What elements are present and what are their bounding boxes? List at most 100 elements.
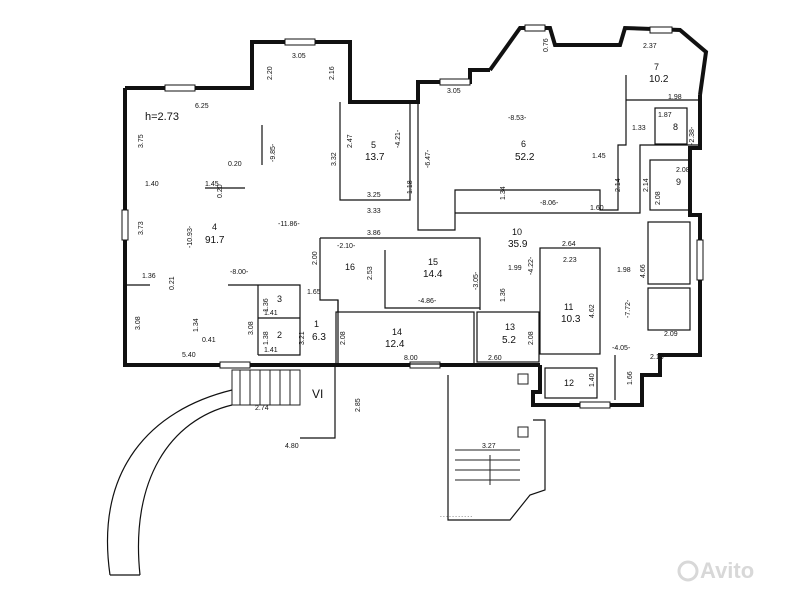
- dim-label: 2.64: [562, 241, 576, 248]
- dim-label: 1.98: [668, 94, 682, 101]
- room-2-label: 2: [277, 330, 282, 340]
- dim-label: 1.98: [617, 267, 631, 274]
- svg-text:5.2: 5.2: [502, 335, 516, 346]
- svg-text:12.4: 12.4: [385, 339, 405, 350]
- dim-label: 0.76: [543, 38, 550, 52]
- inner-wall: [417, 75, 627, 231]
- svg-text:7: 7: [654, 62, 659, 72]
- dim-label: 1.40: [145, 181, 159, 188]
- room-6-label: 6 52.2: [515, 139, 535, 163]
- dim-label: 8.00: [404, 355, 418, 362]
- ceiling-height: h=2.73: [145, 111, 179, 123]
- dim-label: 1.66: [627, 371, 634, 385]
- svg-text:1: 1: [314, 319, 319, 329]
- dim-label: 1.45: [205, 181, 219, 188]
- dim-label: -4.21-: [395, 129, 402, 148]
- closet-wall: [647, 287, 691, 331]
- svg-text:5: 5: [371, 140, 376, 150]
- outer-wall-bay: [488, 25, 709, 96]
- inner-wall: [339, 102, 411, 201]
- window: [524, 24, 546, 32]
- dim-label: -4.22-: [528, 256, 535, 275]
- svg-text:91.7: 91.7: [205, 235, 225, 246]
- room-11-wall: [539, 247, 601, 355]
- dim-label: 3.27: [482, 443, 496, 450]
- room-8-label: 8: [673, 122, 678, 132]
- dim-label: 2.08: [340, 331, 347, 345]
- svg-text:35.9: 35.9: [508, 239, 528, 250]
- room-12-label: 12: [564, 378, 574, 388]
- inner-wall: [455, 144, 700, 214]
- dim-label: 2.09: [664, 331, 678, 338]
- inner-wall: [384, 250, 480, 309]
- dim-label: 0.21: [169, 276, 176, 290]
- room-9-label: 9: [676, 177, 681, 187]
- dim-label: 2.00: [312, 251, 319, 265]
- dim-label: 3.08: [248, 321, 255, 335]
- window: [649, 26, 673, 34]
- dim-label: 3.25: [367, 192, 381, 199]
- dim-label: -8.00-: [230, 269, 249, 276]
- svg-text:6.3: 6.3: [312, 332, 326, 343]
- dim-label: 1.60: [590, 205, 604, 212]
- svg-text:10.3: 10.3: [561, 314, 581, 325]
- dim-label: 1.38: [263, 331, 270, 345]
- dim-label: 1.18: [407, 180, 414, 194]
- dim-label: 1.34: [500, 186, 507, 200]
- window: [579, 401, 611, 409]
- room-14-wall: [335, 311, 475, 365]
- dim-label: 1.45: [592, 153, 606, 160]
- svg-text:13.7: 13.7: [365, 152, 385, 163]
- dim-label: -9.85-: [270, 143, 277, 162]
- window: [696, 239, 704, 281]
- dim-label: 2.13: [650, 354, 664, 361]
- dim-label: 2.08: [676, 167, 690, 174]
- dim-label: 3.86: [367, 230, 381, 237]
- window: [219, 361, 251, 369]
- svg-text:4: 4: [212, 222, 217, 232]
- inner-wall: [320, 237, 481, 310]
- room-7-label: 7 10.2: [649, 62, 669, 85]
- dim-label: 2.14: [643, 178, 650, 192]
- window: [284, 38, 316, 46]
- room-15-label: 15 14.4: [423, 257, 443, 280]
- svg-text:10: 10: [512, 227, 522, 237]
- dim-label: 3.33: [367, 208, 381, 215]
- room-4-label: 4 91.7: [205, 222, 225, 246]
- dim-label: 4.66: [640, 264, 647, 278]
- dim-label: -3.05-: [473, 271, 480, 290]
- window: [409, 361, 441, 369]
- room-10-label: 10 35.9: [508, 227, 528, 250]
- dim-label: 4.62: [589, 304, 596, 318]
- dim-label: 2.23: [563, 257, 577, 264]
- dim-label: 3.32: [331, 152, 338, 166]
- dim-label: 0.20: [228, 161, 242, 168]
- dim-label: 6.25: [195, 103, 209, 110]
- rear-stairs: [447, 373, 546, 521]
- dim-label: 1.41: [264, 347, 278, 354]
- room-14-label: 14 12.4: [385, 327, 405, 350]
- dim-label: -6.47-: [425, 149, 432, 168]
- dim-label: 2.74: [255, 405, 269, 412]
- dim-label: -8.53-: [508, 115, 527, 122]
- window: [121, 209, 129, 241]
- watermark-logo-icon: [677, 560, 699, 582]
- dim-label: 2.16: [329, 66, 336, 80]
- dim-label: 2.53: [367, 266, 374, 280]
- dim-label: 0.41: [202, 337, 216, 344]
- ramp-inner-wall: [137, 404, 233, 576]
- dim-label: 5.40: [182, 352, 196, 359]
- svg-text:6: 6: [521, 139, 526, 149]
- dim-label: 1.87: [658, 112, 672, 119]
- dim-label: 1.65: [307, 289, 321, 296]
- dim-label: 3.05: [447, 88, 461, 95]
- svg-text:15: 15: [428, 257, 438, 267]
- dim-label: -10.93-: [187, 225, 194, 248]
- dim-label: 3.73: [138, 221, 145, 235]
- window: [164, 84, 196, 92]
- dim-label: 1.41: [264, 310, 278, 317]
- dim-label: 2.60: [488, 355, 502, 362]
- inner-wall: [319, 238, 339, 312]
- ramp-outer-wall: [106, 389, 233, 576]
